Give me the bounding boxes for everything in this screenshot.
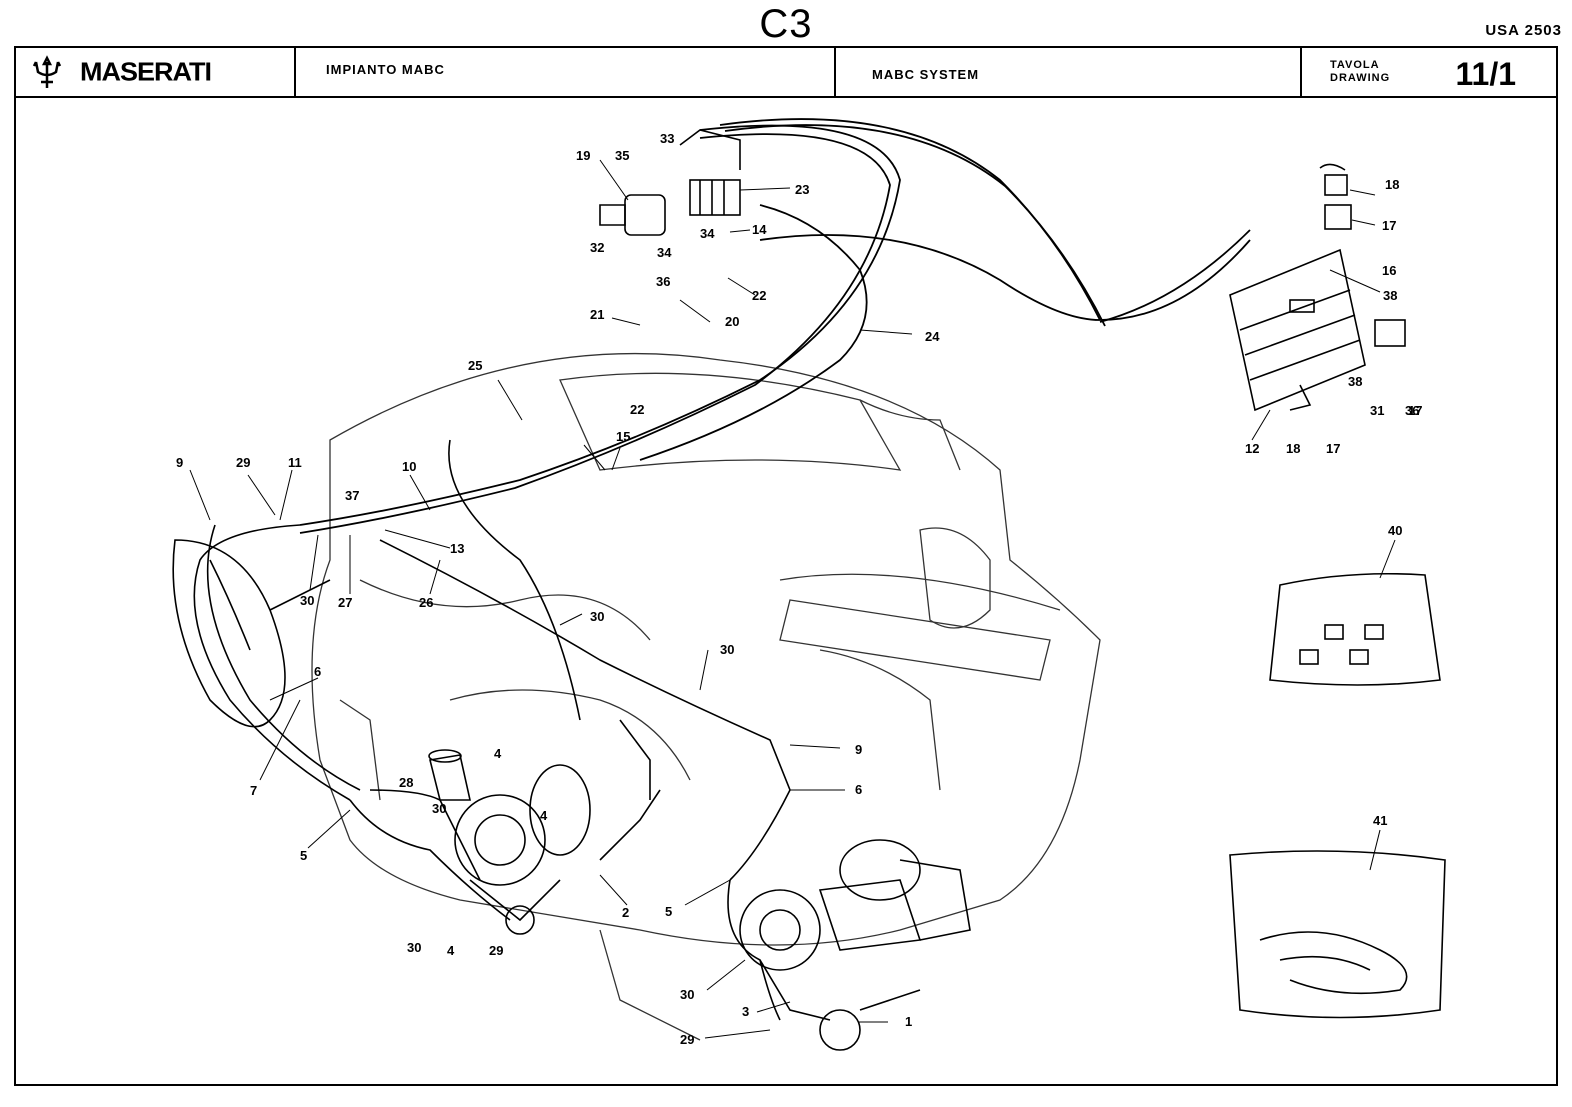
model-code: USA 2503	[1485, 22, 1562, 39]
callout-25: 24	[925, 329, 940, 344]
control-unit	[1229, 248, 1366, 412]
callout-38b: 38	[1348, 374, 1362, 389]
callout-6a: 6	[314, 664, 321, 679]
title-english: MABC SYSTEM	[836, 48, 1302, 96]
callout-38a: 37	[345, 488, 359, 503]
callout-31: 30	[590, 609, 604, 624]
callout-36a: 35	[615, 148, 629, 163]
drawing-label-english: DRAWING	[1330, 72, 1391, 84]
relays	[1319, 163, 1406, 347]
callout-14: 14	[752, 222, 767, 237]
callout-9a: 9	[176, 455, 183, 470]
callout-4a: 4	[494, 746, 502, 761]
callout-7: 7	[250, 783, 257, 798]
callout-42: 41	[1373, 813, 1387, 828]
kit-bag-42	[1229, 850, 1446, 1019]
vacuum-lines	[193, 439, 791, 1021]
callout-4b: 4	[540, 808, 548, 823]
left-intake-pipe	[172, 539, 331, 728]
callout-29b: 29	[489, 943, 503, 958]
callout-30e: 30	[680, 987, 694, 1002]
callout-26: 25	[468, 358, 482, 373]
callout-17a: 16	[1382, 263, 1396, 278]
callout-17c: 17	[1408, 403, 1422, 418]
hose-bundle	[299, 118, 1251, 534]
callout-13: 13	[450, 541, 464, 556]
drawing-frame	[14, 96, 1558, 1086]
callout-30d: 30	[407, 940, 421, 955]
callout-11: 11	[288, 455, 302, 470]
drawing-label-italian: TAVOLA	[1330, 59, 1380, 71]
callout-29a: 28	[399, 775, 413, 790]
callout-10: 10	[402, 459, 416, 474]
callout-5a: 5	[300, 848, 307, 863]
callout-30c: 30	[720, 642, 734, 657]
callout-32: 31	[1370, 403, 1384, 418]
callout-33: 32	[590, 240, 604, 255]
brand-name: MASERATI	[80, 57, 212, 86]
callout-30b: 30	[300, 593, 314, 608]
callout-23: 22	[630, 402, 644, 417]
callout-20: 19	[576, 148, 590, 163]
callout-4c: 4	[447, 943, 455, 958]
title-block: MASERATI IMPIANTO MABC MABC SYSTEM TAVOL…	[14, 46, 1558, 98]
callout-30f: 30	[432, 801, 446, 816]
drawing-cell: TAVOLA DRAWING 11/1	[1302, 48, 1556, 96]
trident-logo-icon	[32, 55, 62, 88]
callout-6b: 6	[855, 782, 862, 797]
callout-1: 1	[905, 1014, 912, 1029]
callout-5b: 5	[665, 904, 672, 919]
drawing-number: 11/1	[1455, 56, 1516, 92]
callout-40: 38	[1383, 288, 1397, 303]
left-turbocharger	[428, 719, 661, 935]
callout-22a: 21	[590, 307, 604, 322]
callout-22b: 22	[752, 288, 766, 303]
callout-30a: 29	[236, 455, 250, 470]
callout-15: 15	[616, 429, 630, 444]
callout-18a: 17	[1382, 218, 1396, 233]
page-code: C3	[759, 2, 813, 46]
logo-cell: MASERATI	[16, 48, 296, 96]
callout-35: 34	[700, 226, 715, 241]
solenoid-valves	[599, 129, 741, 236]
callout-37: 36	[1405, 403, 1419, 418]
title-italian: IMPIANTO MABC	[296, 48, 836, 96]
callout-2: 2	[622, 905, 629, 920]
leader-lines	[189, 159, 1396, 1039]
callout-41: 40	[1388, 523, 1402, 538]
callout-28: 27	[338, 595, 352, 610]
callout-27: 26	[419, 595, 433, 610]
callout-19: 18	[1385, 177, 1399, 192]
engine-block	[311, 353, 1101, 1041]
callout-24: 23	[795, 182, 809, 197]
callout-3: 3	[742, 1004, 749, 1019]
callout-34a: 33	[660, 131, 674, 146]
callout-9b: 9	[855, 742, 862, 757]
callout-36b: 36	[656, 274, 670, 289]
callout-34b: 34	[657, 245, 672, 260]
right-turbocharger	[739, 839, 971, 1051]
callout-18b: 18	[1286, 441, 1300, 456]
callout-29c: 29	[680, 1032, 694, 1047]
kit-bag-41	[1269, 572, 1441, 686]
callout-21: 20	[725, 314, 739, 329]
callout-12: 12	[1245, 441, 1259, 456]
callout-17b: 17	[1326, 441, 1340, 456]
callout-labels: 1 2 3 4 4 4 5 5 6 6 7 9 9 10 11 12 13 14…	[176, 131, 1422, 1047]
